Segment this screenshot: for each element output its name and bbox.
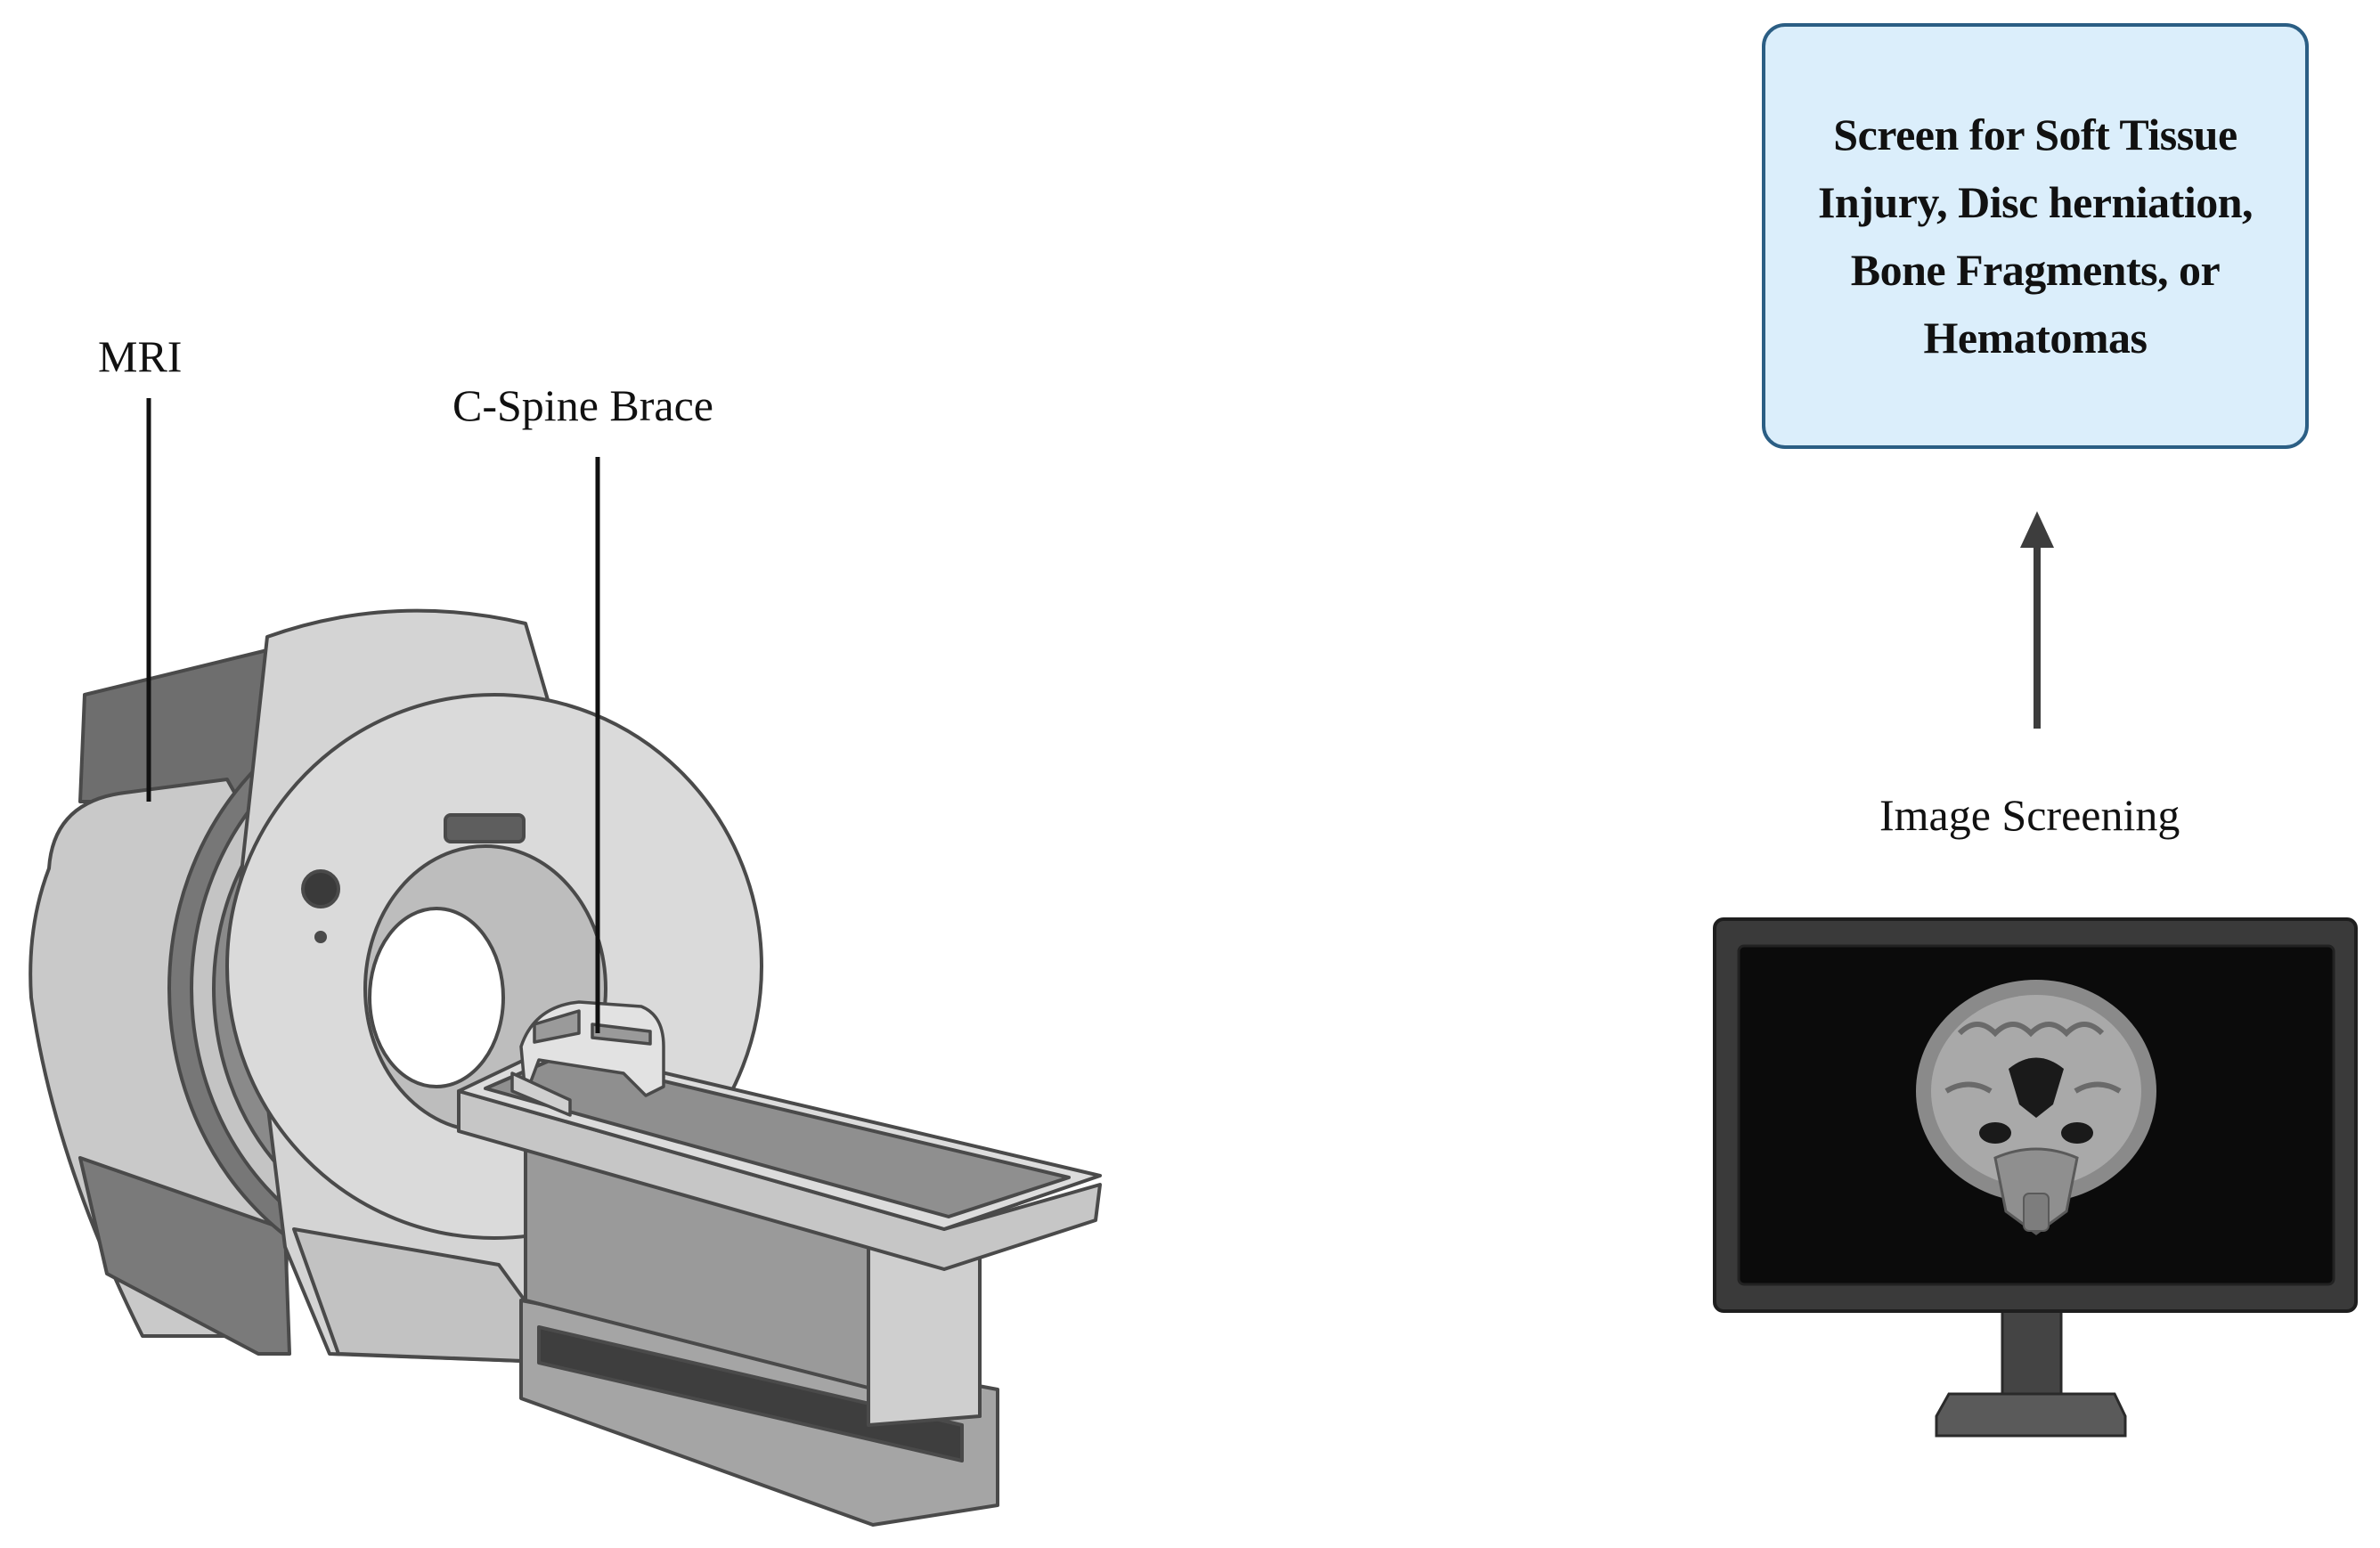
up-arrow-icon (2020, 511, 2054, 729)
image-screening-label: Image Screening (1879, 790, 2180, 840)
patient-table-illustration (457, 1045, 1102, 1527)
mri-label: MRI (98, 331, 183, 381)
screening-result-box: Screen for Soft Tissue Injury, Disc hern… (1762, 23, 2309, 449)
c-spine-brace-label: C-Spine Brace (452, 380, 713, 430)
c-spine-brace-illustration (510, 1000, 665, 1117)
mri-scanner-illustration (29, 608, 763, 1365)
brain-scan-icon (1916, 980, 2156, 1235)
monitor-illustration (1713, 917, 2358, 1438)
screening-result-text: Screen for Soft Tissue Injury, Disc hern… (1817, 110, 2254, 363)
